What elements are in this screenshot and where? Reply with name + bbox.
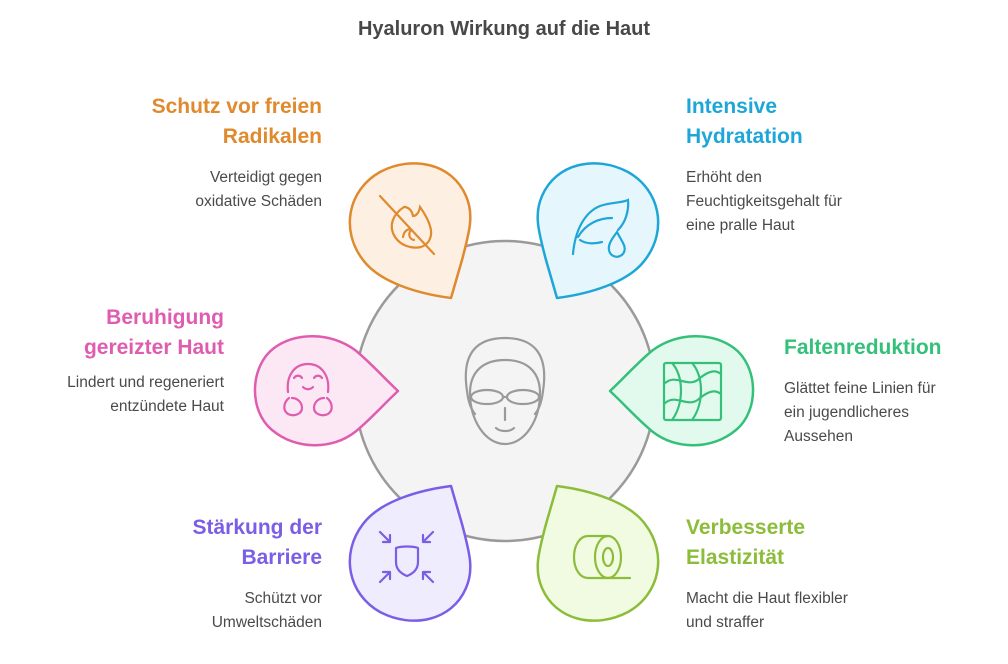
title-line: Intensive	[686, 95, 778, 118]
no-fire-icon	[378, 194, 436, 256]
title-line: Faltenreduktion	[784, 336, 942, 359]
desc-line: Verteidigt gegen	[209, 169, 322, 186]
desc-line: ein jugendlicheres	[784, 404, 909, 421]
face-with-glasses-icon	[464, 336, 546, 446]
petal-elasticity[interactable]	[536, 484, 660, 622]
petal-radicals[interactable]	[348, 162, 472, 300]
desc-line: Lindert und regeneriert	[67, 374, 224, 391]
title-line: Stärkung der	[192, 516, 322, 539]
item-wrinkles: Faltenreduktion Glättet feine Linien für…	[784, 333, 1008, 449]
title-line: Radikalen	[222, 125, 322, 148]
item-description: Glättet feine Linien für ein jugendliche…	[784, 377, 1008, 449]
shield-arrows-icon	[378, 530, 435, 584]
title-line: Schutz vor freien	[151, 95, 322, 118]
item-description: Verteidigt gegen oxidative Schäden	[62, 166, 322, 214]
title-line: gereizter Haut	[83, 336, 224, 359]
wavy-grid-icon	[662, 361, 723, 422]
roll-icon	[572, 534, 632, 580]
title-line: Barriere	[241, 546, 322, 569]
item-description: Schützt vor Umweltschäden	[62, 587, 322, 635]
desc-line: Glättet feine Linien für	[784, 380, 936, 397]
item-title: Schutz vor freien Radikalen	[62, 92, 322, 152]
desc-line: Schützt vor	[244, 590, 322, 607]
desc-line: Feuchtigkeitsgehalt für	[686, 193, 842, 210]
item-title: Stärkung der Barriere	[62, 513, 322, 573]
item-title: Faltenreduktion	[784, 333, 1008, 363]
item-hydration: Intensive Hydratation Erhöht den Feuchti…	[686, 92, 946, 238]
item-title: Beruhigung gereizter Haut	[0, 303, 224, 363]
desc-line: eine pralle Haut	[686, 217, 795, 234]
item-title: Verbesserte Elastizität	[686, 513, 946, 573]
petal-soothing[interactable]	[253, 335, 400, 447]
desc-line: Macht die Haut flexibler	[686, 590, 848, 607]
calm-face-icon	[283, 362, 333, 417]
desc-line: Umweltschäden	[211, 614, 322, 631]
desc-line: oxidative Schäden	[195, 193, 322, 210]
desc-line: Erhöht den	[686, 169, 762, 186]
item-elasticity: Verbesserte Elastizität Macht die Haut f…	[686, 513, 946, 635]
page-title: Hyaluron Wirkung auf die Haut	[357, 18, 651, 40]
item-description: Lindert und regeneriert entzündete Haut	[0, 371, 224, 419]
title-line: Hydratation	[686, 125, 803, 148]
item-soothing: Beruhigung gereizter Haut Lindert und re…	[0, 303, 224, 419]
petal-hydration[interactable]	[536, 162, 660, 300]
item-radicals: Schutz vor freien Radikalen Verteidigt g…	[62, 92, 322, 214]
item-title: Intensive Hydratation	[686, 92, 946, 152]
item-description: Macht die Haut flexibler und straffer	[686, 587, 946, 635]
item-description: Erhöht den Feuchtigkeitsgehalt für eine …	[686, 166, 946, 238]
title-line: Elastizität	[686, 546, 785, 569]
petal-barrier[interactable]	[348, 484, 472, 622]
desc-line: und straffer	[686, 614, 765, 631]
petal-wrinkles[interactable]	[608, 335, 755, 447]
desc-line: entzündete Haut	[110, 398, 224, 415]
desc-line: Aussehen	[784, 428, 853, 445]
leaf-drop-icon	[571, 198, 630, 258]
title-line: Beruhigung	[106, 306, 224, 329]
item-barrier: Stärkung der Barriere Schützt vor Umwelt…	[62, 513, 322, 635]
title-line: Verbesserte	[686, 516, 806, 539]
